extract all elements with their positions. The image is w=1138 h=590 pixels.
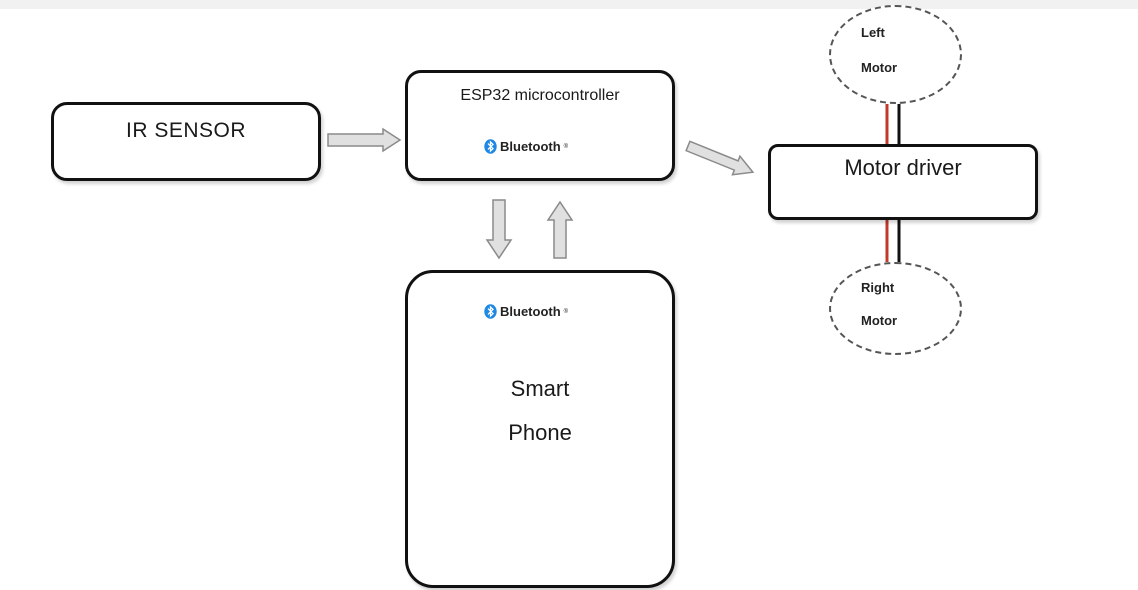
motor-driver-block: Motor driver (768, 144, 1038, 220)
esp32-label: ESP32 microcontroller (460, 87, 620, 104)
right-motor-label-line1: Right (861, 280, 895, 295)
smart-phone-label-line1: Smart (510, 376, 570, 401)
bluetooth-icon (484, 304, 497, 319)
smart-phone-label-line2: Phone (508, 420, 572, 445)
left-motor-circle: Left Motor (829, 5, 962, 104)
smart-phone-block: Bluetooth® Smart Phone (405, 270, 675, 588)
phone-bluetooth-logo: Bluetooth® (484, 304, 568, 319)
right-motor-circle: Right Motor (829, 262, 962, 355)
arrow-esp32-to-motor-driver (685, 140, 755, 176)
esp32-bluetooth-mark: ® (563, 143, 569, 150)
bluetooth-icon (484, 139, 497, 154)
right-motor-label-line2: Motor (861, 313, 898, 328)
esp32-block: ESP32 microcontroller Bluetooth® (405, 70, 675, 181)
arrow-ir-to-esp32 (327, 127, 402, 153)
ir-sensor-block: IR SENSOR (51, 102, 321, 181)
top-strip (0, 0, 1138, 9)
phone-bluetooth-text: Bluetooth (500, 304, 561, 319)
left-motor-label-line2: Motor (861, 60, 898, 75)
esp32-bluetooth-text: Bluetooth (500, 139, 561, 154)
arrow-phone-to-esp32 (546, 200, 574, 259)
ir-sensor-label: IR SENSOR (125, 119, 247, 142)
phone-bluetooth-mark: ® (563, 308, 569, 315)
arrow-esp32-to-phone (485, 199, 513, 260)
motor-driver-label: Motor driver (844, 155, 962, 180)
esp32-bluetooth-logo: Bluetooth® (484, 139, 568, 154)
left-motor-label-line1: Left (861, 25, 885, 40)
